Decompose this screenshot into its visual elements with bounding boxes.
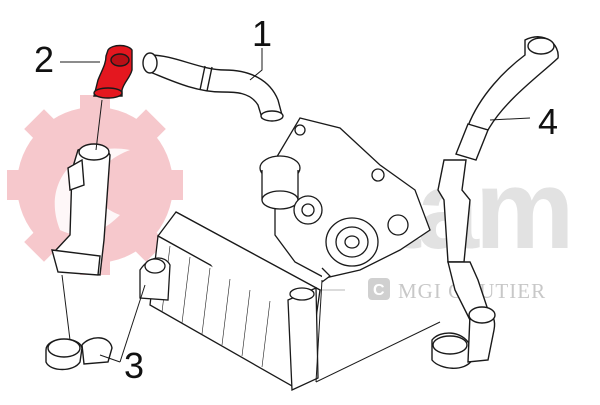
callout-4: 4 <box>538 101 558 142</box>
hose-4 <box>431 36 559 369</box>
callout-2: 2 <box>34 39 54 80</box>
hose-1 <box>142 52 284 122</box>
turbocharger <box>259 117 431 283</box>
brand-logo-icon <box>368 278 390 300</box>
intercooler <box>139 211 321 391</box>
svg-text:C: C <box>373 282 385 299</box>
callout-3: 3 <box>124 345 144 386</box>
leader-lines <box>60 48 531 383</box>
hose-2-highlighted <box>93 44 133 99</box>
hose-3 <box>45 143 113 371</box>
callout-1: 1 <box>252 13 272 54</box>
